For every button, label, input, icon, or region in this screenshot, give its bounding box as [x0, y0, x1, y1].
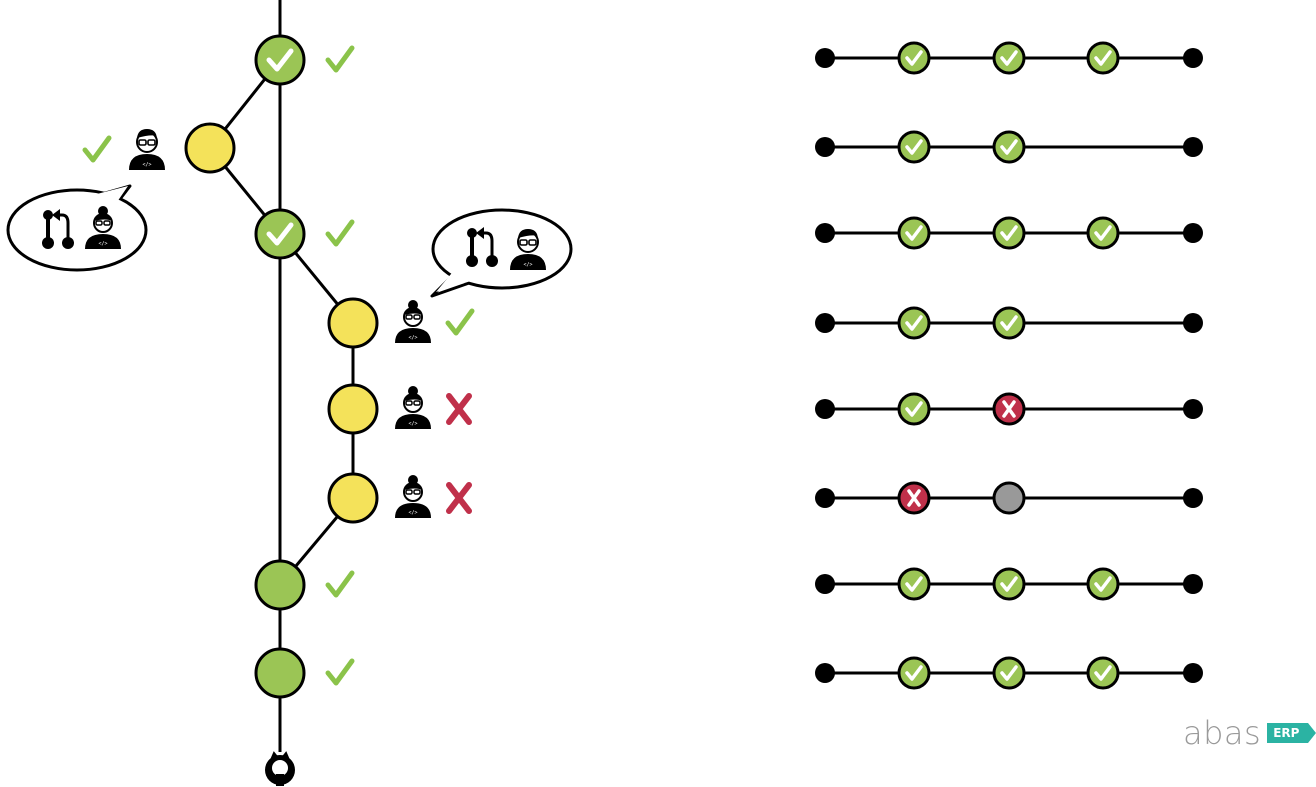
checkmark-icon	[266, 222, 294, 246]
pipeline-stage	[992, 306, 1026, 340]
pipeline-stage	[1086, 41, 1120, 75]
pipeline-stage	[992, 216, 1026, 250]
female-developer-icon	[394, 474, 432, 519]
check-icon	[905, 665, 923, 681]
pipeline-stage	[897, 130, 931, 164]
pipeline-row	[815, 656, 1203, 690]
pipeline-stage	[1086, 216, 1120, 250]
male-developer-icon	[128, 128, 166, 171]
check-icon	[82, 135, 112, 163]
speech-bubble	[6, 184, 148, 272]
pipeline-start	[815, 663, 835, 683]
cross-icon	[446, 393, 472, 425]
cross-icon	[446, 482, 472, 514]
pipeline-row	[815, 481, 1203, 515]
commit-node	[254, 647, 306, 699]
pipeline-stage	[992, 41, 1026, 75]
female-developer-icon	[394, 385, 432, 430]
check-icon	[1000, 225, 1018, 241]
check-icon	[325, 570, 355, 598]
check-icon	[1094, 576, 1112, 592]
pipeline-stage	[992, 481, 1026, 515]
pipeline-end	[1183, 488, 1203, 508]
pipeline-start	[815, 313, 835, 333]
commit-node	[184, 122, 236, 174]
cross-icon	[1002, 400, 1016, 418]
pipeline-list	[815, 41, 1203, 690]
pipeline-stage	[1086, 567, 1120, 601]
check-icon	[325, 219, 355, 247]
pipeline-end	[1183, 399, 1203, 419]
logo-badge: ERP	[1267, 723, 1316, 743]
check-icon	[1000, 139, 1018, 155]
pipeline-start	[815, 48, 835, 68]
check-icon	[1094, 225, 1112, 241]
pipeline-row	[815, 392, 1203, 426]
logo-word: abas	[1183, 714, 1262, 752]
check-icon	[1000, 665, 1018, 681]
commit-node	[327, 297, 379, 349]
check-icon	[1094, 665, 1112, 681]
pipeline-end	[1183, 48, 1203, 68]
check-icon	[1000, 315, 1018, 331]
pipeline-start	[815, 488, 835, 508]
commit-node	[327, 383, 379, 435]
check-icon	[905, 225, 923, 241]
check-icon	[905, 139, 923, 155]
check-icon	[905, 576, 923, 592]
pipeline-row	[815, 41, 1203, 75]
pipeline-stage	[897, 306, 931, 340]
pipeline-row	[815, 306, 1203, 340]
pipeline-start	[815, 399, 835, 419]
pipeline-start	[815, 574, 835, 594]
pipeline-row	[815, 130, 1203, 164]
git-graph	[6, 0, 573, 786]
pipeline-end	[1183, 574, 1203, 594]
github-icon	[265, 751, 295, 786]
commit-node	[327, 472, 379, 524]
speech-bubble	[430, 208, 573, 298]
pipeline-row	[815, 216, 1203, 250]
pipeline-stage	[992, 656, 1026, 690]
pipeline-start	[815, 137, 835, 157]
check-icon	[445, 308, 475, 336]
pipeline-stage	[897, 392, 931, 426]
pipeline-end	[1183, 663, 1203, 683]
commit-node	[254, 34, 306, 86]
pipeline-end	[1183, 137, 1203, 157]
abas-erp-logo: abas ERP	[1183, 714, 1316, 752]
check-icon	[1000, 50, 1018, 66]
pipeline-stage	[897, 216, 931, 250]
checkmark-icon	[266, 48, 294, 72]
commit-node	[254, 208, 306, 260]
check-icon	[1000, 576, 1018, 592]
pipeline-end	[1183, 223, 1203, 243]
pipeline-stage	[897, 656, 931, 690]
pipeline-stage	[992, 130, 1026, 164]
pipeline-stage	[1086, 656, 1120, 690]
pipeline-stage	[897, 567, 931, 601]
commit-node	[254, 559, 306, 611]
cross-icon	[907, 489, 921, 507]
check-icon	[905, 315, 923, 331]
pipeline-start	[815, 223, 835, 243]
check-icon	[325, 658, 355, 686]
female-developer-icon	[394, 299, 432, 344]
check-icon	[905, 401, 923, 417]
check-icon	[905, 50, 923, 66]
check-icon	[325, 45, 355, 73]
pipeline-stage	[992, 567, 1026, 601]
pipeline-row	[815, 567, 1203, 601]
pipeline-stage	[897, 41, 931, 75]
check-icon	[1094, 50, 1112, 66]
pipeline-end	[1183, 313, 1203, 333]
